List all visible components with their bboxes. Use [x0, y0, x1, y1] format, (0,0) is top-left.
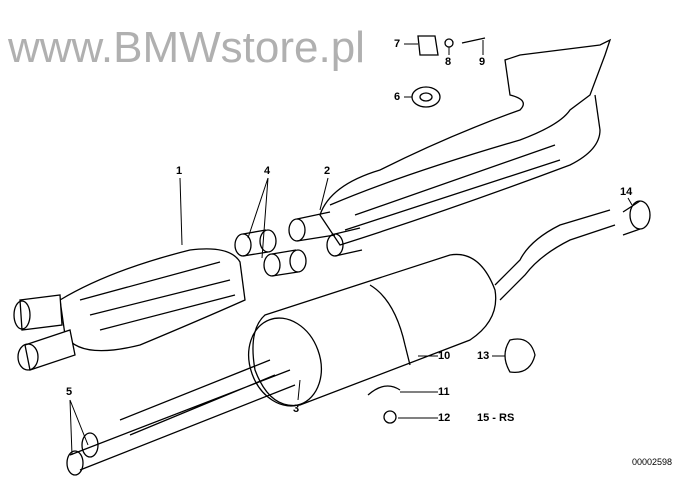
washer — [444, 38, 454, 48]
rubber-mount — [411, 86, 441, 108]
part-label-1: 1 — [176, 165, 183, 177]
pipe-sleeves — [234, 229, 307, 277]
leader-lines — [69, 40, 633, 456]
rear-silencer — [288, 38, 612, 257]
catalytic-converter — [13, 248, 246, 371]
part-label-6: 6 — [394, 91, 401, 103]
part-label-9: 9 — [479, 56, 486, 68]
part-label-13: 13 — [477, 350, 490, 362]
clamp — [367, 385, 401, 396]
part-label-8: 8 — [445, 56, 452, 68]
bolt — [461, 37, 486, 44]
part-note-15-rs: 15 - RS — [477, 412, 515, 424]
front-silencer — [66, 209, 616, 476]
part-label-5: 5 — [66, 386, 73, 398]
part-label-11: 11 — [438, 386, 450, 398]
bracket — [417, 35, 439, 56]
part-label-7: 7 — [394, 38, 401, 50]
part-label-14: 14 — [620, 186, 633, 198]
part-label-4: 4 — [264, 165, 271, 177]
watermark: www.BMWstore.pl — [8, 23, 365, 72]
part-label-3: 3 — [293, 403, 300, 415]
part-label-10: 10 — [438, 350, 451, 362]
diagram-code: 00002598 — [632, 457, 673, 467]
nut — [383, 410, 397, 424]
part-label-2: 2 — [324, 165, 331, 177]
part-label-12: 12 — [438, 412, 451, 424]
hanger — [504, 338, 536, 374]
